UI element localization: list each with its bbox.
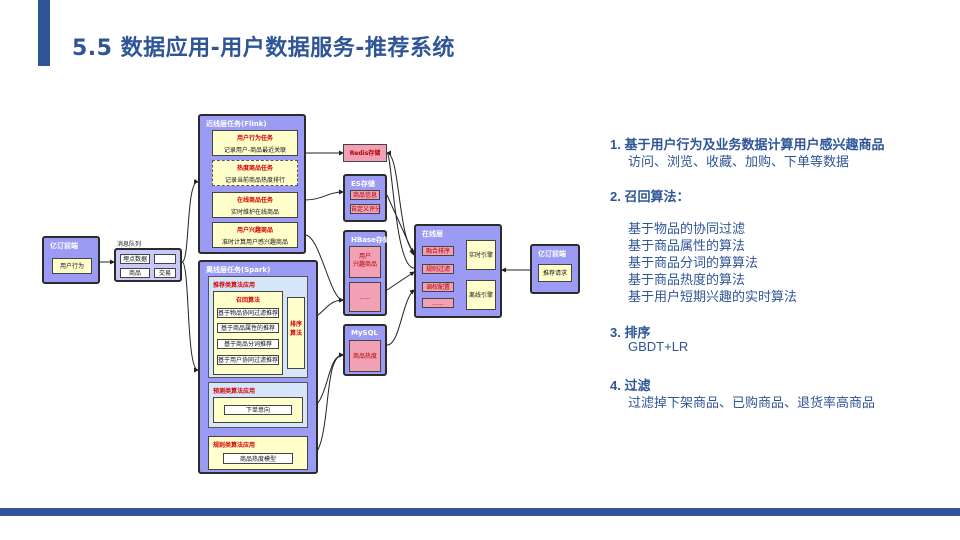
- online-title: 在线层: [422, 230, 443, 238]
- recommend-app-panel: 推荐类算法应用 召回算法 基于物品协同过滤推荐 基于商品属性的推荐 基于商品分词…: [208, 276, 308, 378]
- predict-inner: 下单意向: [213, 397, 303, 423]
- mysql-title: MySQL: [351, 329, 378, 337]
- es-item-score: 自定义评分: [350, 204, 382, 214]
- online-step-weight: 调权配置: [422, 282, 454, 292]
- es-item-goods: 商品信息: [350, 190, 380, 200]
- rule-app-title: 规则类算法应用: [213, 442, 256, 449]
- footer-bar: [0, 508, 960, 516]
- flink-task-2-desc: 记录当前商品热度排行: [224, 177, 285, 184]
- es-store-block: ES存储 商品信息 自定义评分: [343, 174, 387, 222]
- queue-cell-trade: 交易: [154, 268, 176, 278]
- predict-app-panel: 预测类算法应用 下单意向: [208, 382, 308, 428]
- note-4-heading: 4. 过滤: [610, 378, 651, 393]
- flink-task-1-name: 用户行为任务: [236, 135, 273, 142]
- spark-title: 离线层任务(Spark): [206, 266, 271, 274]
- algo-item-seg: 基于商品分词推荐: [217, 339, 279, 349]
- note-2-line-4: 基于商品热度的算法: [628, 272, 746, 287]
- hbase-item-interest: 用户 兴趣商品: [349, 246, 381, 278]
- predict-app-title: 预测类算法应用: [213, 388, 256, 395]
- algo-item-cf: 基于物品协同过滤推荐: [217, 308, 279, 318]
- realtime-engine-box: 实时引擎: [466, 240, 496, 270]
- offline-engine-box: 离线引擎: [466, 280, 496, 310]
- note-4-line-1: 过滤掉下架商品、已购商品、退货率高商品: [628, 395, 876, 410]
- online-step-more: ......: [422, 298, 454, 308]
- spark-offline-block: 离线层任务(Spark) 推荐类算法应用 召回算法 基于物品协同过滤推荐 基于商…: [198, 260, 318, 474]
- flink-title: 近线层任务(Flink): [206, 120, 267, 128]
- note-2-heading: 2. 召回算法：: [610, 189, 690, 204]
- queue-label: 消息队列: [117, 241, 142, 248]
- redis-store: Redis存储: [343, 144, 387, 162]
- note-2-line-1: 基于物品的协同过滤: [628, 221, 746, 236]
- note-3-heading: 3. 排序: [610, 325, 651, 340]
- title-accent-bar: [38, 0, 50, 66]
- online-step-filter: 规则过滤: [422, 264, 454, 274]
- flink-task-3-name: 在线商品任务: [236, 197, 273, 204]
- flink-task-3-desc: 实时维护在线商品: [230, 209, 279, 216]
- algo-item-attr: 基于商品属性的推荐: [217, 323, 279, 333]
- online-layer-block: 在线层 融合排序 规则过滤 调权配置 ...... 实时引擎 离线引擎: [414, 224, 502, 318]
- slide-title: 5.5 数据应用-用户数据服务-推荐系统: [72, 36, 455, 61]
- user-behavior-box: 用户行为: [52, 258, 92, 274]
- note-2-line-5: 基于用户短期兴趣的实时算法: [628, 289, 798, 304]
- flink-task-hot-goods: 热度商品任务 记录当前商品热度排行: [212, 160, 298, 186]
- recall-algo-panel: 召回算法 基于物品协同过滤推荐 基于商品属性的推荐 基于商品分词推荐 基于用户协…: [213, 291, 283, 375]
- rule-app-panel: 规则类算法应用 商品热度模型: [208, 436, 308, 470]
- frontend-right-block: 亿订前端 推荐请求: [530, 244, 580, 294]
- flink-task-4-desc: 准时计算用户感兴趣商品: [221, 239, 288, 246]
- hbase-store-block: HBase存储 用户 兴趣商品 ......: [343, 230, 390, 316]
- note-1-line-1: 访问、浏览、收藏、加购、下单等数据: [628, 154, 850, 169]
- flink-task-4-name: 用户兴趣商品: [236, 227, 273, 234]
- flink-task-user-behavior: 用户行为任务 记录用户-商品最近关联: [212, 130, 298, 156]
- hbase-item-more: ......: [349, 282, 381, 312]
- algo-item-user-cf: 基于用户协同过滤推荐: [217, 355, 279, 365]
- note-1-heading: 1. 基于用户行为及业务数据计算用户感兴趣商品: [610, 137, 885, 152]
- flink-nearline-block: 近线层任务(Flink) 用户行为任务 记录用户-商品最近关联 热度商品任务 记…: [198, 114, 306, 254]
- es-title: ES存储: [351, 180, 375, 188]
- flink-task-online-goods: 在线商品任务 实时维护在线商品: [212, 192, 298, 218]
- hbase-title: HBase存储: [351, 236, 390, 244]
- recommend-app-title: 推荐类算法应用: [213, 282, 256, 289]
- frontend-right-title: 亿订前端: [538, 250, 566, 258]
- queue-cell-empty: [154, 254, 176, 264]
- rank-algo-box: 排序算法: [287, 297, 305, 369]
- mysql-store-block: MySQL 商品热度: [343, 324, 387, 376]
- queue-block: 埋点数据 商品 交易: [114, 248, 182, 282]
- note-3-line-1: GBDT+LR: [628, 339, 689, 354]
- flink-task-user-interest: 用户兴趣商品 准时计算用户感兴趣商品: [212, 222, 298, 248]
- queue-cell-goods: 商品: [120, 268, 150, 278]
- mysql-item-hot: 商品热度: [349, 340, 381, 372]
- recommend-request-box: 推荐请求: [538, 264, 572, 282]
- note-2-line-3: 基于商品分词的算算法: [628, 255, 759, 270]
- hot-model-box: 商品热度模型: [223, 453, 293, 464]
- frontend-left-block: 亿订前端 用户行为: [42, 236, 100, 284]
- queue-cell-tracking: 埋点数据: [120, 254, 150, 264]
- flink-task-2-name: 热度商品任务: [236, 165, 273, 172]
- flink-task-1-desc: 记录用户-商品最近关联: [223, 147, 287, 154]
- recall-title: 召回算法: [235, 297, 260, 304]
- frontend-left-title: 亿订前端: [50, 242, 78, 250]
- online-step-fusion: 融合排序: [422, 246, 454, 256]
- order-intent-box: 下单意向: [224, 405, 292, 415]
- note-2-line-2: 基于商品属性的算法: [628, 238, 746, 253]
